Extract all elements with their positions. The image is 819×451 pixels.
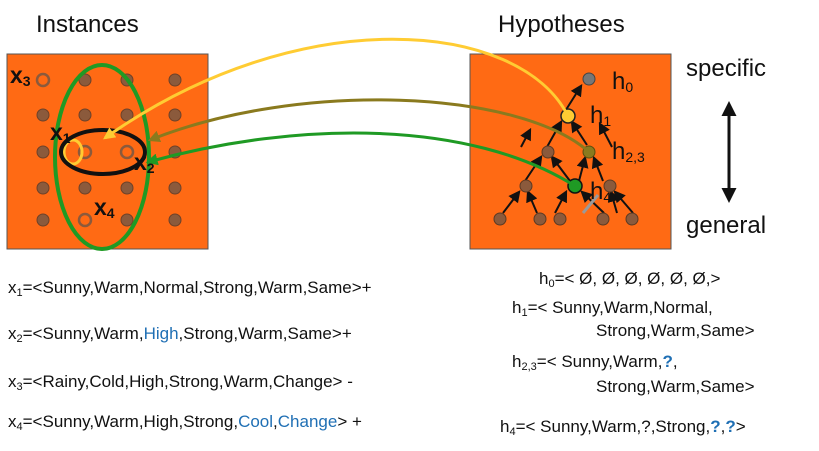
h23-label: h2,3: [612, 138, 645, 165]
instance-x2-text: x2=<Sunny,Warm,High,Strong,Warm,Same>+: [8, 324, 352, 345]
instance-x1-dot: [77, 144, 93, 160]
instance-x2-dot: [119, 144, 135, 160]
x3-label: x3: [10, 62, 31, 89]
instance-x3-dot: [35, 72, 51, 88]
hyp-h1-text-line2: Strong,Warm,Same>: [596, 321, 755, 340]
instance-x3-text: x3=<Rainy,Cold,High,Strong,Warm,Change> …: [8, 372, 353, 393]
hyp-h23-text: h2,3=< Sunny,Warm,?,: [512, 352, 678, 373]
h1-region-ellipse: [62, 138, 84, 166]
arrow-h1-to-instances: [103, 37, 570, 140]
h23-region-ellipse: [59, 128, 147, 176]
instances-title: Instances: [36, 11, 139, 38]
hyp-h1-text: h1=< Sunny,Warm,Normal,: [512, 298, 713, 319]
h1-label: h1: [590, 102, 612, 129]
arrow-h4-to-instances: [145, 131, 576, 188]
x1-label: x1: [50, 119, 71, 146]
lattice-edges: [502, 83, 634, 214]
instance-x4-text: x4=<Sunny,Warm,High,Strong,Cool,Change> …: [8, 412, 362, 433]
hyp-h23-text-line2: Strong,Warm,Same>: [596, 377, 755, 396]
h4-gray-edge: [581, 194, 600, 214]
instance-x4-dot: [77, 212, 93, 228]
hyp-h0-text: h0=< Ø, Ø, Ø, Ø, Ø, Ø,>: [539, 269, 721, 290]
instance-x1-text: x1=<Sunny,Warm,Normal,Strong,Warm,Same>+: [8, 278, 372, 299]
h0-label: h0: [612, 68, 634, 95]
arrow-h23-to-instances: [147, 98, 591, 154]
general-label: general: [686, 212, 767, 239]
specific-label: specific: [686, 55, 767, 82]
x4-label: x4: [94, 194, 115, 221]
h4-label: h4: [590, 178, 612, 205]
x2-label: x2: [134, 149, 155, 176]
hypotheses-title: Hypotheses: [498, 11, 625, 38]
hyp-h4-text: h4=< Sunny,Warm,?,Strong,?,?>: [500, 417, 746, 438]
node-h0: [582, 72, 596, 86]
instance-dots: [36, 73, 182, 227]
lattice-nodes: [493, 145, 639, 226]
